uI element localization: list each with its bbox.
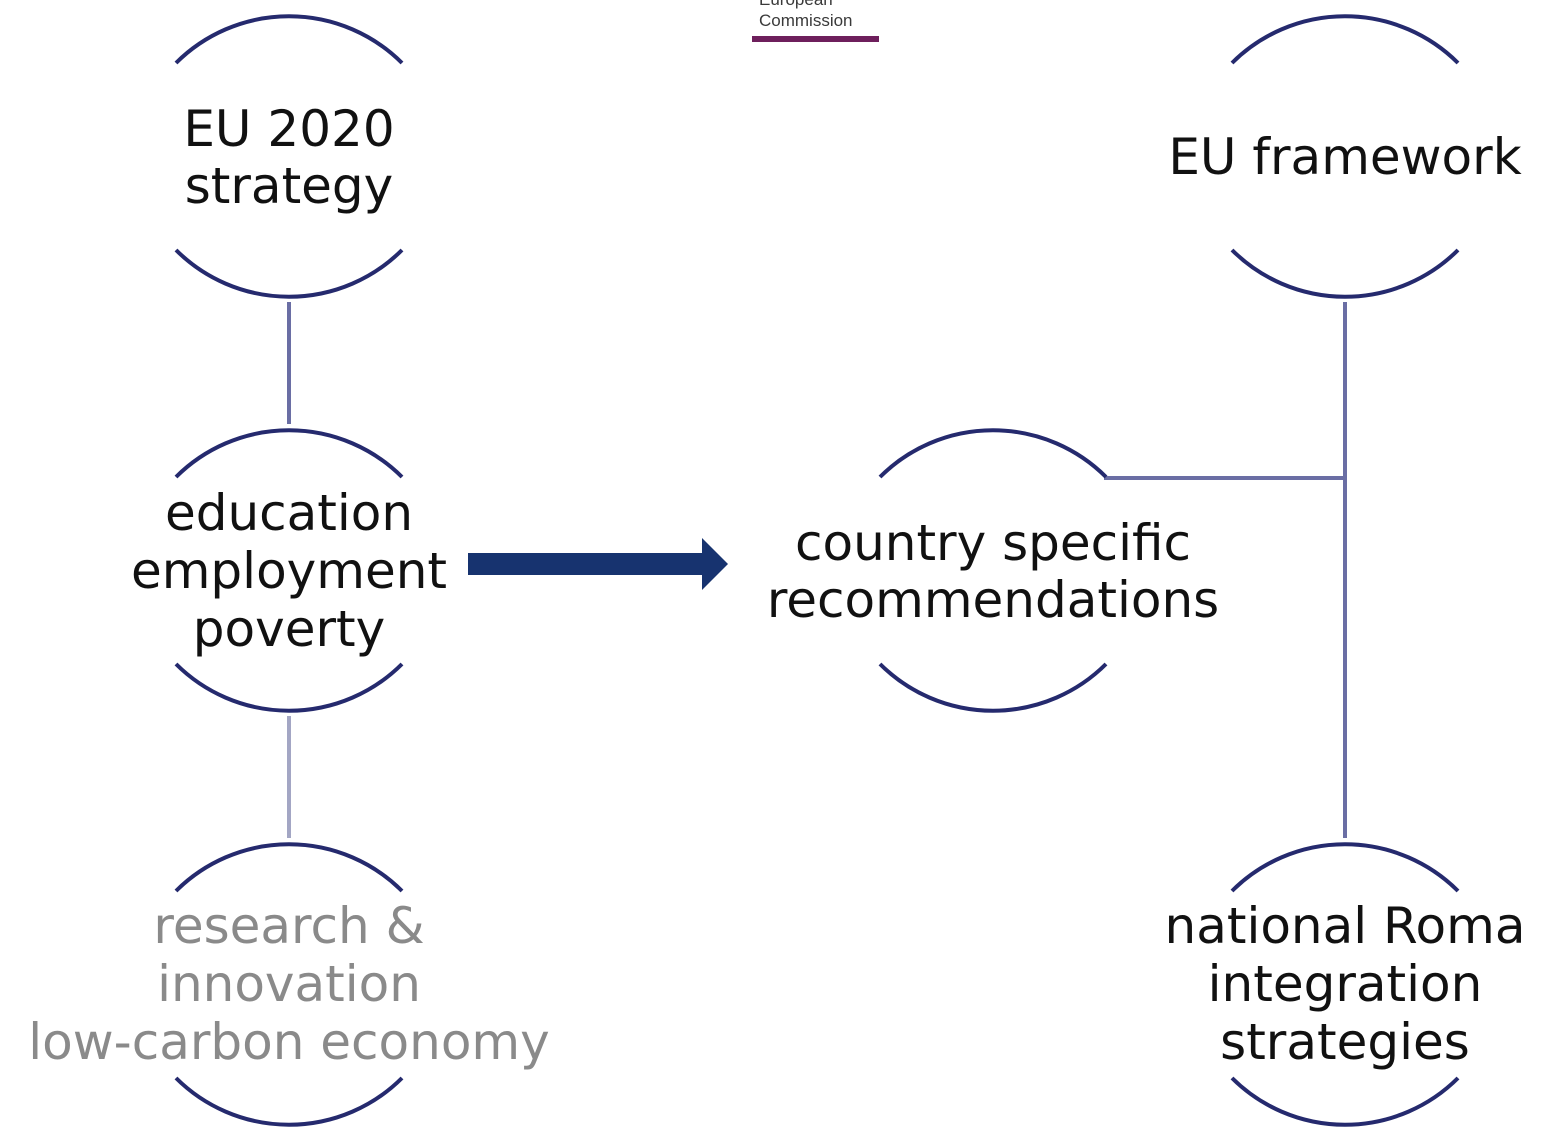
- node-label-line: EU framework: [1168, 128, 1521, 186]
- logo-line-1: European: [759, 0, 833, 9]
- node-top-arc: [174, 14, 404, 65]
- logo-line-2: Commission: [759, 11, 853, 30]
- node-label-line: research &: [153, 897, 424, 955]
- node-country-specific-recommendations: country specific recommendations: [767, 428, 1219, 713]
- node-label-line: strategy: [185, 157, 394, 215]
- node-label-line: innovation: [157, 955, 421, 1013]
- node-bottom-arc: [174, 1076, 404, 1127]
- node-top-arc: [1230, 14, 1460, 65]
- node-bottom-arc: [174, 248, 404, 299]
- node-label-line: low-carbon economy: [28, 1013, 549, 1071]
- node-eu-framework: EU framework: [1168, 14, 1522, 299]
- node-label-line: education: [165, 484, 413, 542]
- node-label-line: country specific: [795, 514, 1191, 572]
- node-label-line: recommendations: [767, 571, 1219, 629]
- logo-bar: [752, 36, 879, 42]
- node-bottom-arc: [174, 662, 404, 713]
- arrow-priorities-to-csr: [468, 538, 728, 590]
- node-national-roma-integration-strategies: national Roma integration strategies: [1165, 842, 1526, 1127]
- node-top-arc: [174, 428, 404, 479]
- node-label-line: poverty: [193, 600, 385, 658]
- node-eu2020-strategy: EU 2020 strategy: [174, 14, 404, 299]
- node-label-line: EU 2020: [183, 100, 394, 158]
- node-top-arc: [174, 842, 404, 893]
- european-commission-logo: European Commission: [752, 0, 879, 42]
- node-top-arc: [878, 428, 1108, 479]
- node-label-line: strategies: [1220, 1013, 1470, 1071]
- node-bottom-arc: [1230, 248, 1460, 299]
- node-top-arc: [1230, 842, 1460, 893]
- node-label-line: employment: [131, 542, 447, 600]
- node-label-line: integration: [1208, 955, 1483, 1013]
- node-label-line: national Roma: [1165, 897, 1526, 955]
- node-education-employment-poverty: education employment poverty: [131, 428, 447, 713]
- node-bottom-arc: [1230, 1076, 1460, 1127]
- node-research-innovation: research & innovation low-carbon economy: [28, 842, 550, 1127]
- node-bottom-arc: [878, 662, 1108, 713]
